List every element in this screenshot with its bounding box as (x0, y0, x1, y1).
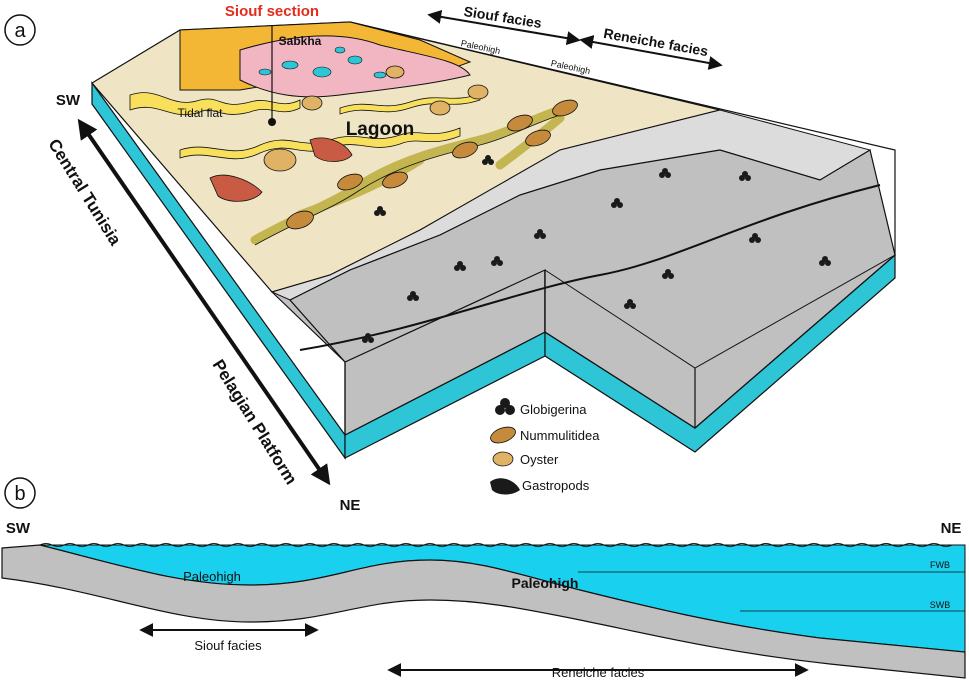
tidal-flat-label: Tidal flat (178, 106, 224, 120)
cross-section-ne-label: NE (941, 520, 962, 537)
block-diagram (91, 21, 896, 460)
corner-ne-label: NE (340, 497, 361, 514)
cross-section-sw-label: SW (6, 520, 31, 537)
legend-oyster-icon (492, 451, 514, 467)
legend-globigerina-icon (495, 398, 515, 415)
legend-oyster-label: Oyster (520, 452, 559, 467)
siouf-facies-label: Siouf facies (194, 638, 262, 653)
sea-surface (39, 543, 953, 547)
sediment-profile (1, 544, 966, 679)
globigerina-icons (362, 155, 831, 343)
nummulitidea-icons (286, 99, 578, 230)
side-arrow (77, 118, 331, 486)
tidal-flat-fringe (129, 92, 301, 116)
reneiche-facies-label: Reneiche facies (552, 665, 645, 680)
paleohigh-right-label: Paleohigh (512, 575, 579, 591)
side-label-central-tunisia: Central Tunisia (44, 136, 125, 250)
paleohigh-left-label: Paleohigh (183, 569, 241, 584)
lagoon-label: Lagoon (346, 119, 415, 140)
legend-nummulitidea-icon (490, 426, 516, 444)
evaporite-pools (258, 46, 387, 79)
corner-sw-label: SW (56, 92, 81, 109)
panel-a-letter: a (14, 20, 26, 42)
legend-globigerina-label: Globigerina (520, 402, 587, 417)
panel-b-letter: b (14, 483, 25, 505)
siouf-section-label: Siouf section (225, 3, 319, 20)
sabkha-label: Sabkha (279, 34, 322, 48)
legend-gastropods-label: Gastropods (522, 478, 590, 493)
siouf-section-marker (268, 118, 276, 126)
legend: Globigerina Nummulitidea Oyster Gastropo… (490, 398, 600, 495)
legend-nummulitidea-label: Nummulitidea (520, 428, 600, 443)
fwb-label: FWB (930, 560, 950, 570)
top-arrow-siouf (427, 9, 581, 46)
evaporite-zone (239, 35, 471, 98)
top-arrow-reneiche (579, 35, 723, 70)
cross-section: b SW NE FWB SWB Paleohigh Paleohigh Siou… (1, 477, 966, 680)
legend-gastropods-icon (490, 478, 520, 495)
swb-label: SWB (930, 600, 951, 610)
